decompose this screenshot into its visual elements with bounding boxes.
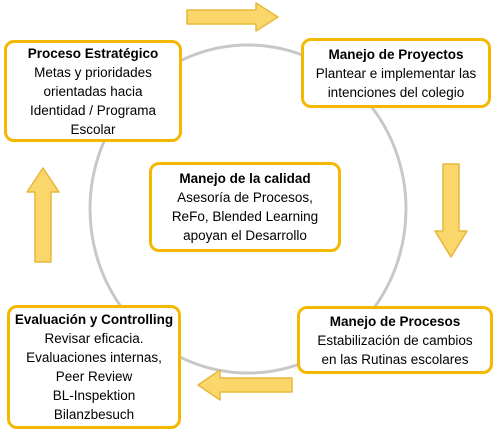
quality-management-title: Manejo de la calidad — [179, 171, 311, 186]
process-management-line: Estabilización de cambios — [317, 332, 473, 348]
evaluation-controlling-title: Evaluación y Controlling — [14, 312, 174, 327]
process-management-box: Manejo de Procesos Estabilización de cam… — [297, 306, 493, 374]
quality-management-box: Manejo de la calidad Asesoría de Proceso… — [149, 162, 341, 252]
quality-management-line: ReFo, Blended Learning — [171, 209, 319, 224]
evaluation-controlling-line: BL-Inspektion — [52, 388, 136, 403]
evaluation-controlling-line: Revisar eficacia. — [44, 331, 144, 346]
project-management-title: Manejo de Proyectos — [328, 46, 464, 62]
quality-management-line: Asesoría de Procesos, — [177, 190, 313, 205]
arrow-up-icon — [26, 167, 60, 263]
strategic-process-line: Metas y prioridades — [34, 64, 152, 80]
project-management-line: intenciones del colegio — [327, 84, 465, 100]
strategic-process-box: Proceso Estratégico Metas y prioridades … — [4, 40, 182, 142]
strategic-process-title: Proceso Estratégico — [27, 45, 159, 61]
strategic-process-line: orientadas hacia — [43, 83, 143, 99]
arrow-down-icon — [434, 163, 468, 258]
process-management-line: en las Rutinas escolares — [321, 351, 469, 367]
arrow-left-icon — [197, 369, 293, 401]
evaluation-controlling-line: Evaluaciones internas, — [26, 350, 162, 365]
arrow-right-icon — [186, 2, 279, 32]
project-management-line: Plantear e implementar las — [315, 65, 477, 81]
strategic-process-line: Escolar — [70, 121, 116, 137]
strategic-process-line: Identidad / Programa — [29, 102, 157, 118]
process-management-title: Manejo de Procesos — [329, 313, 461, 329]
project-management-box: Manejo de Proyectos Plantear e implement… — [301, 38, 491, 108]
quality-management-line: apoyan el Desarrollo — [183, 228, 307, 243]
evaluation-controlling-box: Evaluación y Controlling Revisar eficaci… — [7, 305, 181, 429]
evaluation-controlling-line: Peer Review — [55, 369, 133, 384]
evaluation-controlling-line: Bilanzbesuch — [53, 407, 135, 422]
